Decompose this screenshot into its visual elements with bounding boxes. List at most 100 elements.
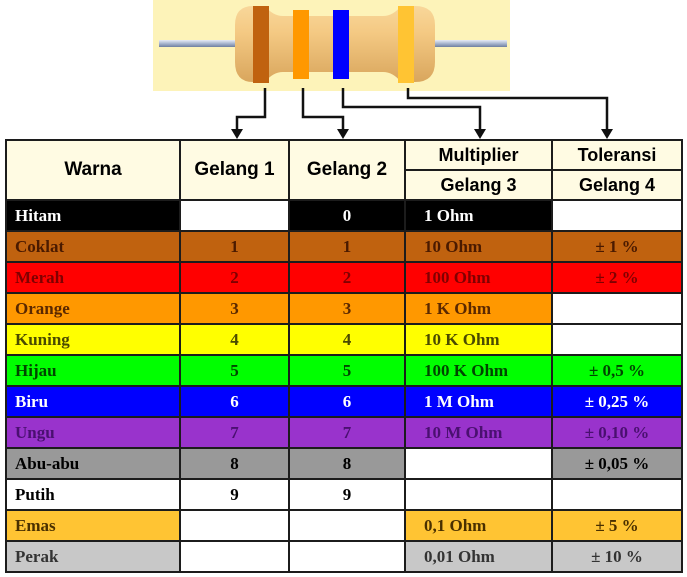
gelang-1-cell bbox=[179, 199, 290, 232]
gelang-1-cell: 7 bbox=[179, 416, 290, 449]
band-4 bbox=[398, 6, 414, 83]
header-gelang-2: Gelang 2 bbox=[288, 139, 406, 201]
gelang-2-cell: 3 bbox=[288, 292, 406, 325]
gelang-1-cell: 3 bbox=[179, 292, 290, 325]
arrow-band-3 bbox=[341, 88, 482, 131]
gelang-1-cell: 4 bbox=[179, 323, 290, 356]
arrowhead-2 bbox=[337, 129, 349, 139]
resistor-illustration bbox=[153, 0, 510, 91]
resistor-color-code-table: Warna Gelang 1 Gelang 2 Multiplier Toler… bbox=[5, 139, 683, 573]
tolerance-cell: ± 0,05 % bbox=[551, 447, 683, 480]
tolerance-cell: ± 0,25 % bbox=[551, 385, 683, 418]
color-name-cell: Ungu bbox=[5, 416, 181, 449]
multiplier-cell: 0,1 Ohm bbox=[404, 509, 553, 542]
gelang-1-cell bbox=[179, 540, 290, 573]
color-name-cell: Emas bbox=[5, 509, 181, 542]
resistor-lead-right bbox=[433, 40, 507, 47]
gelang-2-cell: 4 bbox=[288, 323, 406, 356]
header-toleransi: Toleransi bbox=[551, 139, 683, 171]
color-row: Perak 0,01 Ohm± 10 % bbox=[5, 540, 683, 573]
gelang-1-cell: 8 bbox=[179, 447, 290, 480]
color-name-cell: Biru bbox=[5, 385, 181, 418]
multiplier-cell: 1 K Ohm bbox=[404, 292, 553, 325]
band-pointer-arrows bbox=[231, 88, 613, 139]
gelang-2-cell bbox=[288, 540, 406, 573]
gelang-1-cell: 1 bbox=[179, 230, 290, 263]
resistor-icon bbox=[159, 6, 507, 83]
multiplier-cell: 100 Ohm bbox=[404, 261, 553, 294]
tolerance-cell bbox=[551, 199, 683, 232]
color-name-cell: Merah bbox=[5, 261, 181, 294]
multiplier-cell: 0,01 Ohm bbox=[404, 540, 553, 573]
gelang-2-cell: 7 bbox=[288, 416, 406, 449]
multiplier-cell: 1 Ohm bbox=[404, 199, 553, 232]
tolerance-cell bbox=[551, 323, 683, 356]
color-name-cell: Abu-abu bbox=[5, 447, 181, 480]
tolerance-cell: ± 5 % bbox=[551, 509, 683, 542]
gelang-2-cell: 0 bbox=[288, 199, 406, 232]
header-multiplier: Multiplier bbox=[404, 139, 553, 171]
tolerance-cell: ± 2 % bbox=[551, 261, 683, 294]
header-gelang-3: Gelang 3 bbox=[404, 169, 553, 201]
band-3 bbox=[333, 10, 349, 79]
tolerance-cell bbox=[551, 478, 683, 511]
arrow-band-1 bbox=[235, 88, 267, 131]
gelang-2-cell: 1 bbox=[288, 230, 406, 263]
multiplier-cell: 10 M Ohm bbox=[404, 416, 553, 449]
color-name-cell: Putih bbox=[5, 478, 181, 511]
tolerance-cell bbox=[551, 292, 683, 325]
color-row: Emas 0,1 Ohm± 5 % bbox=[5, 509, 683, 542]
gelang-2-cell: 6 bbox=[288, 385, 406, 418]
arrow-band-4 bbox=[406, 88, 609, 131]
gelang-2-cell: 9 bbox=[288, 478, 406, 511]
color-name-cell: Kuning bbox=[5, 323, 181, 356]
multiplier-cell bbox=[404, 478, 553, 511]
arrow-band-2 bbox=[301, 88, 345, 131]
header-gelang-4: Gelang 4 bbox=[551, 169, 683, 201]
gelang-1-cell bbox=[179, 509, 290, 542]
header-warna: Warna bbox=[5, 139, 181, 201]
gelang-2-cell: 5 bbox=[288, 354, 406, 387]
multiplier-cell: 1 M Ohm bbox=[404, 385, 553, 418]
multiplier-cell: 10 Ohm bbox=[404, 230, 553, 263]
color-name-cell: Coklat bbox=[5, 230, 181, 263]
gelang-1-cell: 9 bbox=[179, 478, 290, 511]
gelang-2-cell bbox=[288, 509, 406, 542]
header-gelang-1: Gelang 1 bbox=[179, 139, 290, 201]
tolerance-cell: ± 0,10 % bbox=[551, 416, 683, 449]
color-name-cell: Perak bbox=[5, 540, 181, 573]
color-name-cell: Orange bbox=[5, 292, 181, 325]
header-row-2: Gelang 3 Gelang 4 bbox=[6, 169, 683, 201]
color-name-cell: Hitam bbox=[5, 199, 181, 232]
arrowhead-4 bbox=[601, 129, 613, 139]
tolerance-cell: ± 1 % bbox=[551, 230, 683, 263]
tolerance-cell: ± 10 % bbox=[551, 540, 683, 573]
arrowhead-3 bbox=[474, 129, 486, 139]
multiplier-cell: 10 K Ohm bbox=[404, 323, 553, 356]
multiplier-cell bbox=[404, 447, 553, 480]
header-row-1: Warna Gelang 1 Gelang 2 Multiplier Toler… bbox=[5, 139, 683, 201]
arrowhead-1 bbox=[231, 129, 243, 139]
color-name-cell: Hijau bbox=[5, 354, 181, 387]
gelang-1-cell: 6 bbox=[179, 385, 290, 418]
tolerance-cell: ± 0,5 % bbox=[551, 354, 683, 387]
resistor-lead-left bbox=[159, 40, 239, 47]
band-2 bbox=[293, 10, 309, 79]
gelang-1-cell: 2 bbox=[179, 261, 290, 294]
gelang-1-cell: 5 bbox=[179, 354, 290, 387]
gelang-2-cell: 8 bbox=[288, 447, 406, 480]
gelang-2-cell: 2 bbox=[288, 261, 406, 294]
multiplier-cell: 100 K Ohm bbox=[404, 354, 553, 387]
band-1 bbox=[253, 6, 269, 83]
